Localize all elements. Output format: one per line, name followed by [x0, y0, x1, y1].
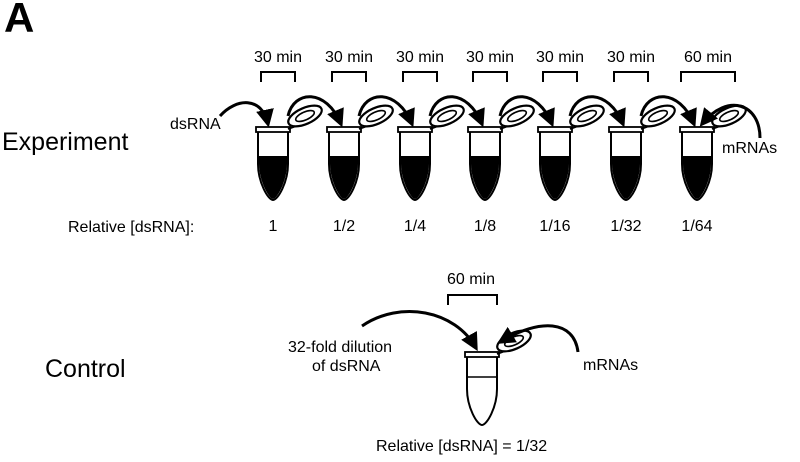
dsrna-input-arrow	[218, 101, 274, 128]
time-label: 30 min	[324, 49, 374, 66]
ratio-label: 1/8	[473, 218, 497, 235]
mrnas-input-arrow	[699, 103, 762, 139]
tube-liquid	[259, 156, 287, 199]
time-bracket	[613, 71, 649, 82]
control-input-label-line2: of dsRNA	[312, 358, 381, 375]
transfer-arrow	[357, 95, 415, 128]
experiment-tube	[397, 104, 465, 202]
experiment-tube	[537, 104, 605, 202]
tube-cap-inner	[506, 109, 528, 123]
control-input-label-line1: 32-fold dilution	[288, 339, 393, 356]
tube-rim	[255, 126, 291, 133]
tube-rim	[679, 126, 715, 133]
transfer-arrow	[286, 95, 344, 128]
time-bracket	[402, 71, 438, 82]
experiment-tube	[326, 104, 394, 202]
dsrna-input-label: dsRNA	[170, 116, 221, 133]
tube-rim	[326, 126, 362, 133]
tube-cap-inner	[294, 109, 316, 123]
control-dsrna-arrow	[361, 310, 478, 352]
tube-cap-inner	[647, 109, 669, 123]
ratio-label: 1/16	[539, 218, 571, 235]
time-bracket	[542, 71, 578, 82]
tube-liquid	[541, 156, 569, 199]
tube-cap-inner	[365, 109, 387, 123]
ratio-label: 1/2	[332, 218, 356, 235]
experiment-tube	[608, 104, 676, 202]
control-mrnas-label: mRNAs	[583, 357, 639, 374]
tube-cap-inner	[436, 109, 458, 123]
time-label: 60 min	[683, 49, 733, 66]
transfer-arrow	[639, 95, 697, 128]
tube-cap-inner	[718, 109, 740, 123]
tube-liquid	[683, 156, 711, 199]
control-time-label: 60 min	[446, 271, 496, 288]
time-bracket	[472, 71, 508, 82]
tube-body	[466, 354, 498, 427]
control-label: Control	[45, 355, 126, 383]
ratio-label: 1/4	[403, 218, 427, 235]
experiment-tube	[679, 104, 747, 202]
time-label: 30 min	[253, 49, 303, 66]
mrnas-output-label: mRNAs	[722, 140, 778, 157]
time-label: 30 min	[395, 49, 445, 66]
tube-rim	[464, 351, 500, 358]
ratio-label: 1/32	[610, 218, 642, 235]
transfer-arrow	[568, 95, 626, 128]
experiment-tube	[467, 104, 535, 202]
tube-rim	[467, 126, 503, 133]
time-label: 30 min	[535, 49, 585, 66]
tube-rim	[608, 126, 644, 133]
experiment-tube	[255, 104, 323, 202]
transfer-arrow	[498, 95, 555, 128]
relative-dsrna-label: Relative [dsRNA]:	[68, 219, 195, 236]
control-relative-label: Relative [dsRNA] = 1/32	[376, 438, 548, 455]
panel-label: A	[4, 0, 35, 41]
time-label: 30 min	[465, 49, 515, 66]
time-label: 30 min	[606, 49, 656, 66]
control-time-bracket	[447, 294, 498, 305]
time-bracket	[331, 71, 367, 82]
ratio-label: 1/64	[681, 218, 713, 235]
tube-cap-inner	[576, 109, 598, 123]
time-bracket	[680, 71, 736, 82]
ratio-label: 1	[268, 218, 278, 235]
control-mrnas-arrow	[496, 324, 580, 353]
experiment-label: Experiment	[2, 128, 129, 156]
tube-liquid	[612, 156, 640, 199]
tube-rim	[537, 126, 573, 133]
time-bracket	[260, 71, 296, 82]
transfer-arrow	[428, 95, 485, 128]
tube-rim	[397, 126, 433, 133]
tube-liquid	[401, 156, 429, 199]
control-tube	[464, 329, 532, 427]
tube-liquid	[471, 156, 499, 199]
tube-liquid	[330, 156, 358, 199]
